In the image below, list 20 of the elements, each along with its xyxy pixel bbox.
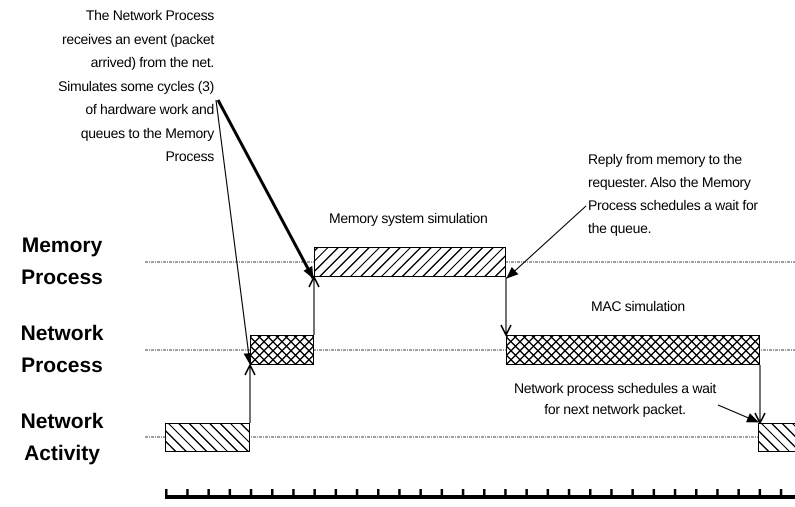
event-arrow [500, 277, 512, 336]
leader-arrow [216, 99, 314, 279]
hatched-bar [506, 335, 760, 365]
leader-arrow [718, 404, 759, 422]
hatched-bar [250, 335, 314, 365]
annotation: The Network Process receives an event (packet arrived) from the net. Simulates some cycles (3) of hardware work and queues to the Memory Process [48, 4, 214, 168]
annotation: Network process schedules a wait for next network packet. [510, 378, 720, 420]
annotation: Reply from memory to the requester. Also the Memory Process schedules a wait for the queue. [588, 148, 760, 240]
hatched-bar [758, 423, 795, 452]
row-label: Network Process [20, 321, 104, 379]
leader-arrow [506, 206, 586, 279]
hatched-bar [314, 247, 506, 277]
event-arrow [308, 276, 320, 335]
row-label: Network Activity [20, 409, 104, 467]
bar-caption: Memory system simulation [329, 210, 488, 226]
row-label: Memory Process [20, 233, 104, 291]
event-arrow [244, 364, 256, 423]
hatched-bar [165, 423, 250, 452]
event-arrow [754, 365, 766, 424]
bar-caption: MAC simulation [591, 298, 685, 314]
